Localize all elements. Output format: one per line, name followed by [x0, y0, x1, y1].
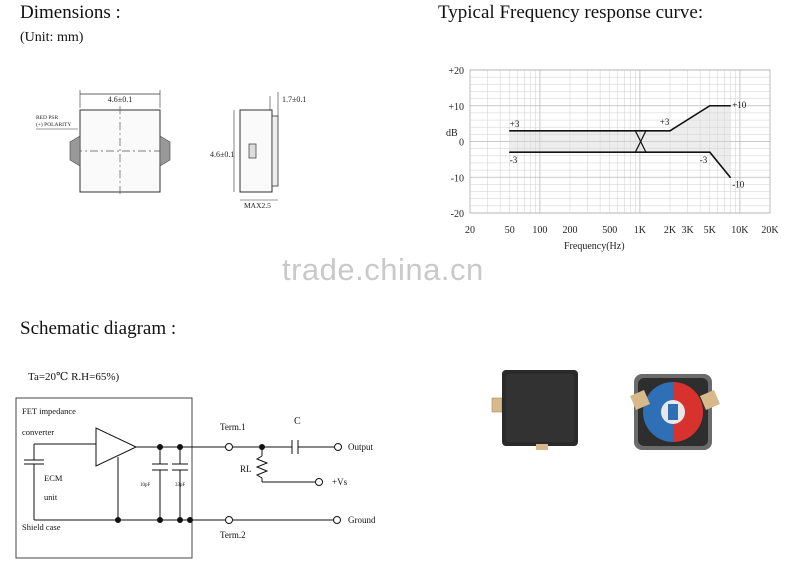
chart-grid [469, 69, 771, 214]
frequency-title: Typical Frequency response curve: [438, 2, 704, 23]
series-point [639, 151, 641, 154]
watermark: trade.china.cn [282, 252, 484, 287]
curve-annotation: +10 [732, 100, 747, 110]
conditions-text: Ta=20℃ R.H=65%) [28, 371, 119, 383]
x-tick-label: 5K [704, 225, 717, 236]
x-tick-label: 500 [602, 225, 617, 236]
curve-annotation: +3 [660, 117, 670, 127]
x-tick-label: 20 [465, 225, 475, 236]
ecm-label-1: ECM [44, 473, 63, 483]
vs-label: +Vs [332, 477, 348, 487]
fet-label-2: converter [22, 427, 54, 437]
x-tick-label: 10K [731, 225, 749, 236]
x-tick-label: 100 [532, 225, 547, 236]
rl-label: RL [240, 464, 252, 474]
dimensions-unit: (Unit: mm) [20, 30, 84, 45]
capacitor-c-label: C [294, 416, 301, 427]
amplifier-symbol [95, 427, 138, 467]
response-band [509, 105, 731, 178]
series-point [508, 151, 511, 154]
x-axis-ticks: 20 50 100 200 500 1K 2K 3K 5K 10K 20K [465, 225, 779, 236]
shield-case-label: Shield case [22, 522, 61, 532]
wiring [34, 440, 336, 521]
cap2-label: 33pF [175, 483, 186, 488]
series-point [708, 104, 711, 107]
schematic-title: Schematic diagram : [20, 318, 177, 339]
dimensions-title: Dimensions : [20, 2, 121, 23]
x-tick-label: 200 [563, 225, 578, 236]
series-point [729, 176, 732, 179]
y-tick-label: +10 [448, 102, 464, 113]
x-tick-label: 1K [634, 225, 647, 236]
top-view: 4.6±0.1 RED PSR (+) POLARITY [36, 90, 171, 196]
x-axis-label: Frequency(Hz) [564, 241, 625, 252]
chart-band [509, 105, 731, 178]
y-tick-label: +20 [448, 66, 464, 77]
curve-annotation: -3 [700, 155, 708, 165]
fet-label-1: FET impedance [22, 406, 76, 416]
x-tick-label: 2K [664, 225, 677, 236]
cap1-label: 10pF [140, 483, 151, 488]
y-tick-label: 0 [459, 138, 464, 149]
component-photo-top [491, 370, 578, 450]
polarity-label-2: (+) POLARITY [36, 121, 71, 128]
series-point [508, 129, 511, 132]
series-point [729, 104, 732, 107]
output-label: Output [348, 442, 374, 452]
term1-label: Term.1 [220, 422, 246, 432]
max-dimension-label: MAX2.5 [244, 201, 271, 210]
shield-enclosure [15, 397, 193, 559]
component-photo-bottom [630, 374, 720, 450]
depth-dimension-label: 1.7±0.1 [282, 95, 306, 104]
curve-annotation: -3 [510, 155, 518, 165]
y-axis-ticks: +20 +10 0 -10 -20 [448, 66, 464, 220]
width-dimension-label: 4.6±0.1 [108, 95, 132, 104]
y-tick-label: -10 [451, 173, 464, 184]
series-point [669, 129, 671, 132]
side-view: 1.7±0.1 4.6±0.1 MAX2.5 [210, 92, 306, 210]
series-point [639, 129, 641, 132]
terminal-circles [225, 443, 342, 524]
series-line-2 [509, 151, 731, 178]
ecm-label-2: unit [44, 492, 58, 502]
curve-annotations: +3 -3 +3 -3 +10 -10 [510, 100, 747, 190]
series-point [708, 151, 711, 154]
x-tick-label: 3K [681, 225, 694, 236]
curve-annotation: -10 [732, 179, 744, 189]
junction-dots [115, 444, 265, 523]
component-photos [491, 370, 720, 450]
chart-series [508, 104, 732, 179]
curve-annotation: +3 [510, 119, 520, 129]
dimension-drawing: 4.6±0.1 RED PSR (+) POLARITY 1.7±0.1 4.6… [36, 90, 306, 210]
y-axis-unit: dB [446, 128, 458, 139]
x-tick-label: 50 [505, 225, 515, 236]
ecm-symbol [24, 444, 44, 520]
ground-label: Ground [348, 515, 376, 525]
height-dimension-label: 4.6±0.1 [210, 150, 234, 159]
cross-mark [634, 130, 647, 153]
schematic-diagram: Ta=20℃ R.H=65%) FET impedance converter … [15, 371, 376, 559]
term2-label: Term.2 [220, 530, 246, 540]
y-tick-label: -20 [451, 209, 464, 220]
polarity-label-1: RED PSR [36, 115, 58, 121]
x-tick-label: 20K [761, 225, 779, 236]
